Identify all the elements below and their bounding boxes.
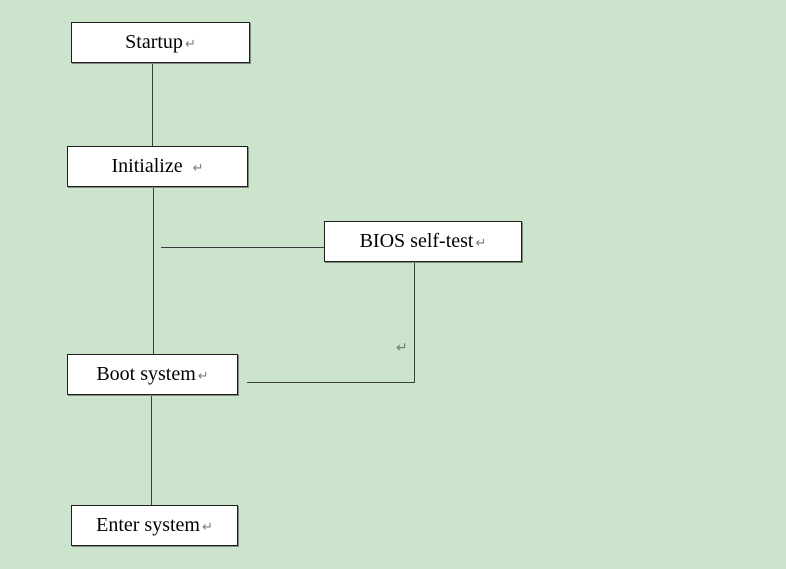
node-initialize-label: Initialize xyxy=(111,155,183,177)
connector-initialize-boot xyxy=(153,187,154,354)
return-mark-icon: ↵ xyxy=(192,161,204,176)
node-initialize[interactable]: Initialize ↵ xyxy=(67,146,248,187)
connector-boot-enter xyxy=(151,395,152,505)
node-bios-label: BIOS self-test xyxy=(359,230,474,252)
return-mark-icon: ↵ xyxy=(475,236,487,251)
node-boot-system[interactable]: Boot system↵ xyxy=(67,354,238,395)
connector-bios-down xyxy=(414,262,415,383)
node-boot-label: Boot system xyxy=(96,363,196,385)
return-mark-icon: ↵ xyxy=(184,37,196,52)
node-startup[interactable]: Startup↵ xyxy=(71,22,250,63)
node-bios-self-test[interactable]: BIOS self-test↵ xyxy=(324,221,522,262)
node-startup-label: Startup xyxy=(125,31,183,53)
connector-startup-initialize xyxy=(152,63,153,146)
return-mark-icon: ↵ xyxy=(201,520,213,535)
node-enter-label: Enter system xyxy=(96,514,200,536)
node-enter-system[interactable]: Enter system↵ xyxy=(71,505,238,546)
paragraph-return-mark-icon: ↵ xyxy=(396,340,408,356)
connector-bios-to-boot xyxy=(247,382,414,383)
return-mark-icon: ↵ xyxy=(197,369,209,384)
connector-branch-to-bios xyxy=(161,247,324,248)
